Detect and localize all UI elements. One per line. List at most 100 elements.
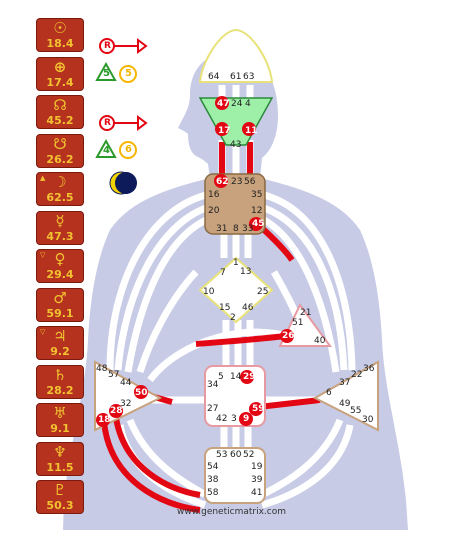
- planet-south-node: ☋26.2: [36, 133, 84, 168]
- planet-value: 45.2: [46, 114, 74, 127]
- neptune-icon: ♆: [53, 442, 67, 461]
- gate-3: 3: [231, 414, 237, 424]
- gate-21: 21: [300, 308, 312, 318]
- gate-40: 40: [314, 336, 326, 346]
- gate-51: 51: [292, 318, 304, 328]
- gate-25: 25: [257, 287, 269, 297]
- gate-20: 20: [208, 206, 220, 216]
- gate-49: 49: [339, 399, 351, 409]
- pluto-icon: ♇: [53, 481, 67, 499]
- gate-19: 19: [251, 462, 263, 472]
- planet-moon: ☽62.5▲: [36, 172, 84, 206]
- gate-58: 58: [207, 488, 219, 498]
- planet-mars: ♂59.1: [36, 287, 84, 322]
- gate-46: 46: [242, 303, 254, 313]
- gate-16: 16: [208, 190, 220, 200]
- saturn-icon: ♄: [53, 365, 67, 384]
- gate-4: 4: [245, 99, 251, 109]
- planet-pluto: ♇50.3: [36, 480, 84, 514]
- south-node-icon: ☋: [53, 134, 67, 153]
- planet-value: 17.4: [46, 75, 74, 89]
- gate-47: 47: [217, 99, 230, 109]
- gate-33: 33: [242, 224, 254, 234]
- planet-uranus: ♅9.1: [36, 403, 84, 437]
- planet-value: 29.4: [46, 268, 74, 281]
- gate-64: 64: [208, 72, 220, 82]
- variable-bottom-triangle-number: 4: [103, 145, 110, 156]
- gate-43: 43: [230, 140, 242, 150]
- gate-52: 52: [243, 450, 255, 460]
- gate-41: 41: [251, 488, 263, 498]
- solar-plexus-center: [312, 360, 379, 432]
- gate-34: 34: [207, 380, 219, 390]
- gate-29: 29: [243, 372, 256, 382]
- gate-31: 31: [216, 224, 228, 234]
- footer-url: www.geneticmatrix.com: [176, 507, 286, 517]
- venus-icon: ♀: [54, 250, 66, 268]
- gate-44: 44: [120, 378, 132, 388]
- planet-value: 62.5: [46, 191, 74, 204]
- gate-59: 59: [252, 404, 265, 414]
- planet-north-node: ☊45.2: [36, 95, 84, 129]
- gate-9: 9: [243, 414, 250, 424]
- mercury-icon: ☿: [55, 211, 65, 230]
- gate-8: 8: [233, 224, 239, 234]
- gate-39: 39: [251, 475, 263, 485]
- planet-value: 11.5: [46, 460, 74, 474]
- gate-61: 61: [230, 72, 242, 82]
- gate-14: 14: [230, 372, 242, 382]
- planet-neptune: ♆11.5: [36, 441, 84, 476]
- variable-top-arrow-label: R: [104, 41, 111, 51]
- sun-icon: ☉: [53, 19, 67, 37]
- planet-marker: ▽: [40, 251, 46, 259]
- gate-27: 27: [207, 404, 219, 414]
- variable-top: [95, 38, 148, 83]
- planet-value: 9.2: [50, 345, 70, 358]
- gate-48: 48: [96, 364, 108, 374]
- gate-32: 32: [120, 399, 132, 409]
- jupiter-icon: ♃: [53, 327, 67, 345]
- gate-23: 23: [231, 177, 243, 187]
- uranus-icon: ♅: [53, 404, 67, 422]
- mars-icon: ♂: [53, 288, 67, 307]
- gate-12: 12: [251, 206, 263, 216]
- planet-venus: ♀29.4 ▽: [36, 249, 84, 283]
- planet-value: 18.4: [46, 37, 74, 50]
- variable-top-triangle-number: 5: [103, 68, 110, 79]
- g-center: [198, 256, 274, 324]
- variable-bottom: [95, 115, 148, 159]
- gate-54: 54: [207, 462, 219, 472]
- north-node-icon: ☊: [53, 96, 67, 114]
- moon-phase-icon: [109, 171, 137, 195]
- gate-26: 26: [282, 331, 295, 341]
- gate-62: 62: [216, 177, 229, 187]
- head-center: [198, 28, 274, 83]
- gate-13: 13: [240, 267, 252, 277]
- planet-value: 26.2: [46, 152, 74, 166]
- gate-63: 63: [243, 72, 255, 82]
- gate-57: 57: [108, 370, 120, 380]
- planet-value: 59.1: [46, 306, 74, 320]
- gate-28: 28: [110, 406, 123, 416]
- gate-53: 53: [216, 450, 228, 460]
- gate-30: 30: [362, 415, 374, 425]
- planet-marker: ▽: [40, 328, 46, 336]
- variable-bottom-circle-number: 6: [125, 144, 132, 155]
- gate-60: 60: [230, 450, 242, 460]
- gate-36: 36: [363, 364, 375, 374]
- earth-icon: ⊕: [53, 57, 67, 76]
- planet-jupiter: ♃9.2 ▽: [36, 326, 84, 360]
- gate-37: 37: [339, 378, 351, 388]
- planet-value: 47.3: [46, 229, 74, 243]
- gate-10: 10: [203, 287, 215, 297]
- root-center: [204, 447, 266, 504]
- gate-17: 17: [218, 126, 231, 136]
- gate-11: 11: [245, 126, 258, 136]
- gate-56: 56: [244, 177, 256, 187]
- planet-marker: ▲: [40, 174, 46, 182]
- gate-22: 22: [351, 370, 363, 380]
- throat-center: [204, 173, 266, 235]
- gate-38: 38: [207, 475, 219, 485]
- active-channels: [101, 142, 321, 513]
